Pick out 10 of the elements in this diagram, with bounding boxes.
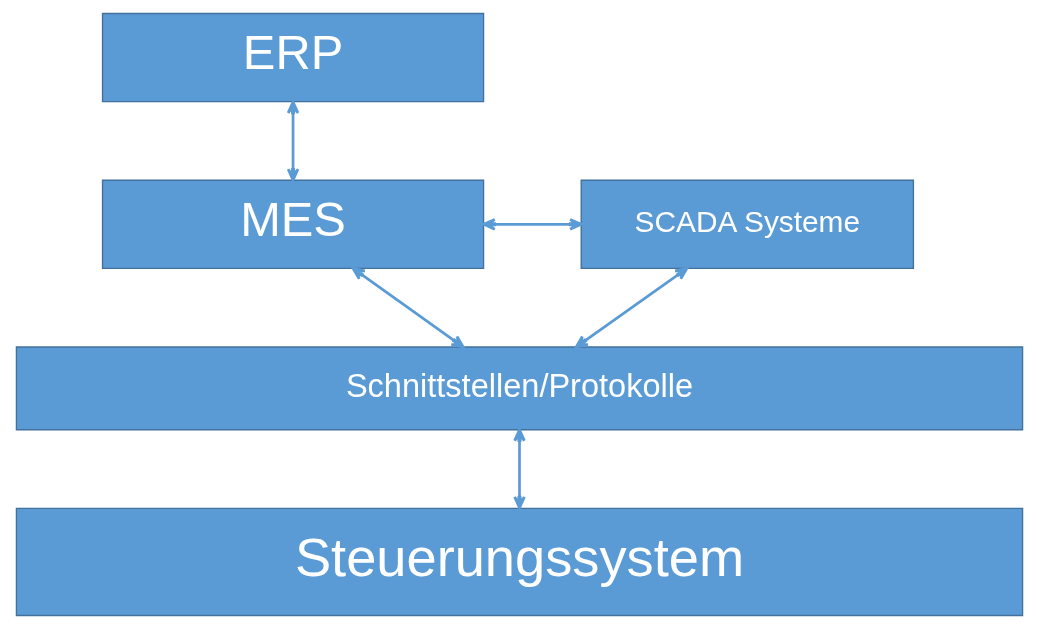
node-box: MES (101, 179, 484, 270)
node-box: SCADA Systeme (580, 179, 914, 270)
arrow (481, 218, 582, 231)
arrow (286, 100, 299, 182)
node-box: Schnittstellen/Protokolle (15, 346, 1023, 431)
arrow (351, 267, 464, 349)
node-box: Steuerungssystem (15, 507, 1023, 617)
node-box: ERP (101, 12, 484, 103)
arrow (512, 428, 526, 510)
arrow (574, 267, 688, 349)
